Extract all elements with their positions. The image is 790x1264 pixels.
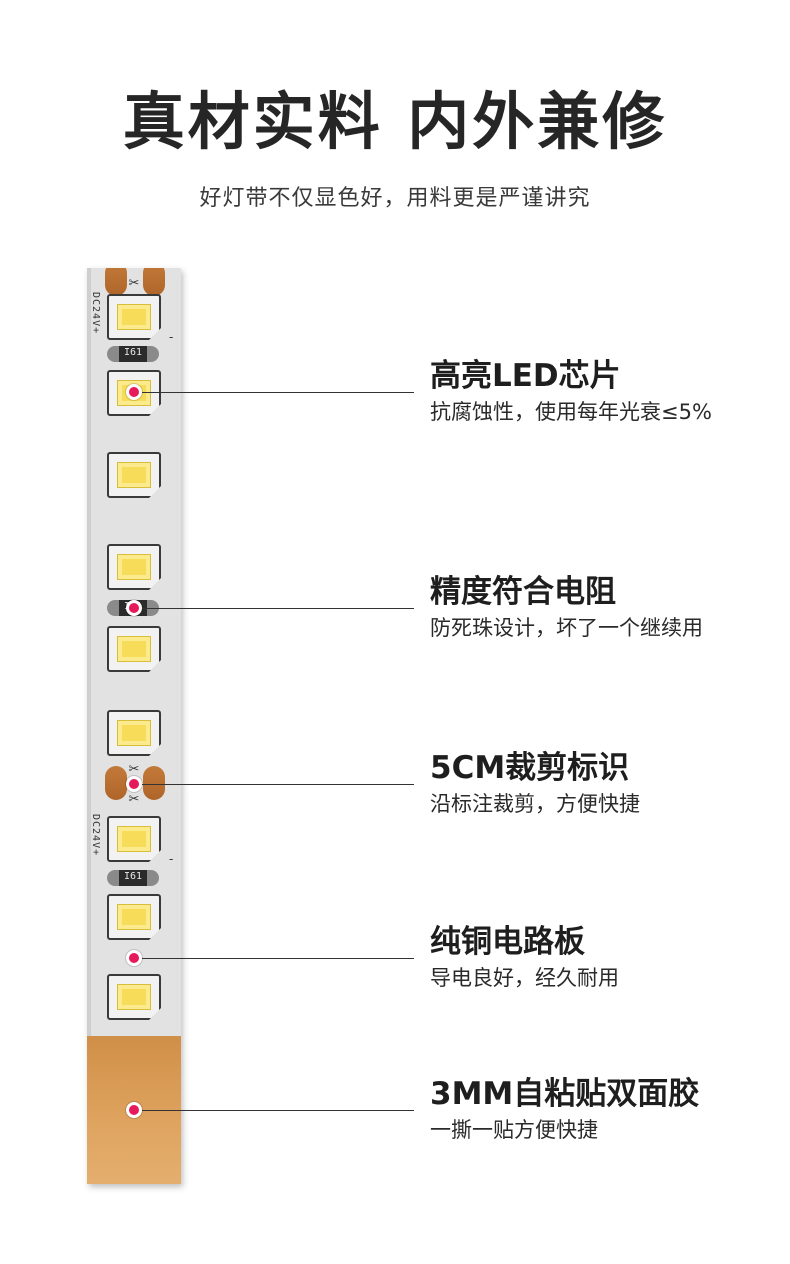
leader-line [142, 392, 414, 393]
leader-line [142, 608, 414, 609]
callout-desc-adhesive: 一撕一贴方便快捷 [430, 1118, 598, 1142]
led-chip [107, 894, 161, 940]
scissors-icon: ✂ [128, 276, 140, 291]
leader-line [142, 958, 414, 959]
copper-pad [143, 766, 165, 800]
callout-desc-led: 抗腐蚀性，使用每年光衰≤5% [430, 400, 712, 424]
callout-marker [126, 600, 142, 616]
callout-desc-copper-board: 导电良好，经久耐用 [430, 966, 619, 990]
resistor-code: I61 [123, 871, 143, 882]
led-chip [107, 710, 161, 756]
callout-marker [126, 384, 142, 400]
callout-title-cut-mark: 5CM裁剪标识 [430, 750, 630, 786]
led-strip: ✂ DC24V+ - I61 I61 ✂ ✂ DC24V+ - I61 [87, 268, 181, 1184]
scissors-icon: ✂ [128, 792, 140, 807]
callout-title-copper-board: 纯铜电路板 [430, 924, 585, 960]
callout-desc-resistor: 防死珠设计，坏了一个继续用 [430, 616, 703, 640]
resistor: I61 [107, 870, 159, 886]
callout-desc-cut-mark: 沿标注裁剪，方便快捷 [430, 792, 640, 816]
polarity-minus: - [169, 852, 174, 866]
leader-line [142, 1110, 414, 1111]
callout-title-resistor: 精度符合电阻 [430, 574, 616, 610]
leader-line [142, 784, 414, 785]
scissors-icon: ✂ [128, 762, 140, 777]
polarity-minus: - [169, 330, 174, 344]
page-title: 真材实料 内外兼修 [122, 85, 668, 158]
led-chip [107, 626, 161, 672]
callout-marker [126, 776, 142, 792]
resistor-code: I61 [123, 347, 143, 358]
callout-title-led: 高亮LED芯片 [430, 358, 621, 394]
voltage-print: DC24V+ [90, 814, 101, 857]
led-chip [107, 816, 161, 862]
page-subtitle: 好灯带不仅显色好，用料更是严谨讲究 [199, 186, 591, 211]
copper-pad [105, 766, 127, 800]
callout-marker [126, 950, 142, 966]
led-chip [107, 974, 161, 1020]
led-chip [107, 452, 161, 498]
copper-pad [143, 268, 165, 296]
voltage-print: DC24V+ [90, 292, 101, 335]
callout-title-adhesive: 3MM自粘贴双面胶 [430, 1076, 700, 1112]
led-chip [107, 294, 161, 340]
callout-marker [126, 1102, 142, 1118]
resistor: I61 [107, 346, 159, 362]
copper-pad [105, 268, 127, 296]
led-chip [107, 544, 161, 590]
